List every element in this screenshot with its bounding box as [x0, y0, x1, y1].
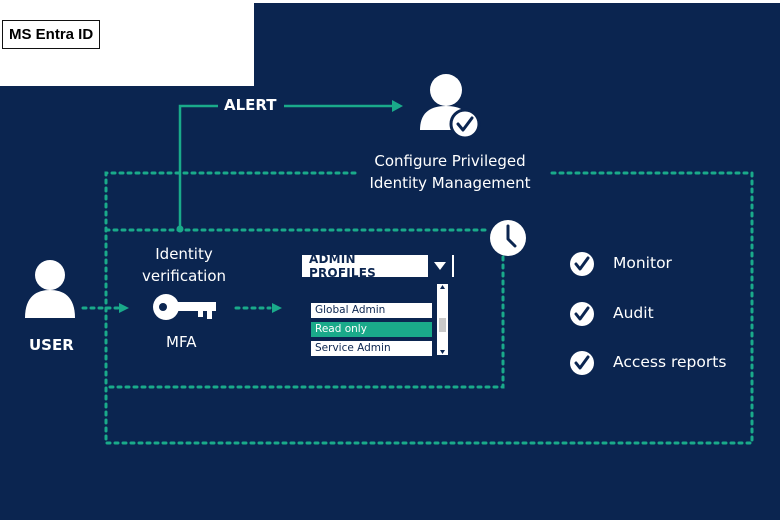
user-check-icon	[420, 74, 481, 140]
brand-label: MS Entra ID	[2, 20, 101, 49]
mfa-label: MFA	[166, 333, 197, 351]
user-to-mfa-arrowhead	[119, 303, 129, 313]
capability-monitor: Monitor	[613, 254, 672, 272]
clock-icon	[490, 220, 526, 256]
key-icon	[153, 294, 216, 320]
check-circle-icon	[570, 351, 594, 375]
admin-profile-option[interactable]: Global Admin	[311, 303, 432, 318]
dropdown-arrow-icon[interactable]	[425, 255, 452, 277]
pim-caption-line2: Identity Management	[369, 174, 531, 192]
admin-profiles-dropdown[interactable]: ADMIN PROFILES	[302, 252, 454, 280]
pim-caption: Configure Privileged Identity Management	[340, 150, 560, 194]
identity-verification-label: Identity verification	[141, 245, 227, 285]
capability-access-reports: Access reports	[613, 353, 727, 371]
pim-caption-line1: Configure Privileged	[374, 152, 526, 170]
alert-arrowhead	[392, 100, 403, 112]
admin-profiles-scrollbar[interactable]	[437, 284, 448, 355]
alert-connector	[178, 104, 392, 228]
admin-profile-option[interactable]: Service Admin	[311, 341, 432, 356]
admin-profile-option-selected[interactable]: Read only	[311, 322, 432, 337]
capability-audit: Audit	[613, 304, 654, 322]
user-icon	[25, 260, 75, 318]
alert-label: ALERT	[224, 96, 277, 114]
scrollbar-thumb[interactable]	[439, 318, 446, 332]
mfa-to-profiles-arrowhead	[272, 303, 282, 313]
user-label: USER	[29, 336, 74, 354]
check-circle-icon	[570, 252, 594, 276]
check-circle-icon	[570, 302, 594, 326]
outer-monitoring-loop	[104, 171, 754, 445]
admin-profiles-title: ADMIN PROFILES	[309, 252, 376, 280]
